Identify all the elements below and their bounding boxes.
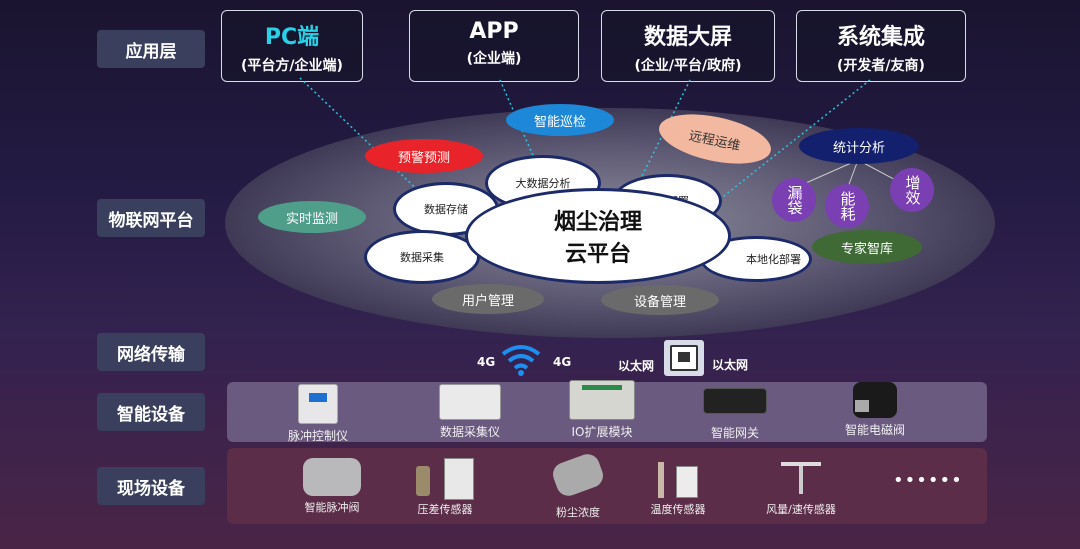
layer-label-iot-platform: 物联网平台 bbox=[97, 199, 205, 237]
app-title: 系统集成 bbox=[836, 25, 925, 50]
core-line-2: 云平台 bbox=[564, 242, 631, 267]
device-label: 脉冲控制仪 bbox=[287, 429, 348, 443]
device-wind-sensor: 风量/速传感器 bbox=[756, 456, 846, 517]
app-box-app: APP (企业端) bbox=[409, 10, 579, 82]
layer-label-application: 应用层 bbox=[97, 30, 205, 68]
bubble-leak-bag: 漏袋 bbox=[772, 178, 816, 222]
device-label: 粉尘浓度 bbox=[556, 506, 600, 519]
bubble-user-mgmt: 用户管理 bbox=[432, 284, 544, 314]
app-title: 数据大屏 bbox=[643, 25, 732, 50]
device-label: 温度传感器 bbox=[650, 503, 706, 516]
device-label: 智能脉冲阀 bbox=[304, 501, 360, 514]
device-label: 智能网关 bbox=[710, 426, 759, 440]
solenoid-valve-icon bbox=[853, 382, 897, 418]
bubble-device-mgmt: 设备管理 bbox=[601, 285, 719, 315]
bubble-efficiency: 增效 bbox=[890, 168, 934, 212]
more-devices-ellipsis: •••••• bbox=[893, 470, 963, 491]
bubble-efficiency-text: 增效 bbox=[903, 175, 922, 205]
device-label: 数据采集仪 bbox=[439, 425, 500, 439]
bubble-smart-patrol: 智能巡检 bbox=[506, 104, 614, 136]
app-box-big-screen: 数据大屏 (企业/平台/政府) bbox=[601, 10, 775, 82]
device-io-module: IO扩展模块 bbox=[552, 380, 652, 440]
bubble-leak-bag-text: 漏袋 bbox=[785, 185, 804, 215]
pulse-controller-icon bbox=[298, 384, 338, 424]
bubble-expert: 专家智库 bbox=[812, 230, 922, 264]
ethernet-icon bbox=[664, 340, 704, 376]
layer-label-network: 网络传输 bbox=[97, 333, 205, 371]
network-4g-left: 4G bbox=[477, 355, 496, 369]
wind-sensor-icon bbox=[773, 456, 829, 498]
app-title: PC端 bbox=[264, 25, 320, 50]
bubble-energy: 能耗 bbox=[825, 184, 869, 228]
device-data-collector: 数据采集仪 bbox=[420, 384, 520, 440]
bubble-energy-text: 能耗 bbox=[838, 191, 857, 221]
device-label: 风量/速传感器 bbox=[766, 503, 836, 516]
bubble-stats: 统计分析 bbox=[799, 128, 919, 164]
network-ethernet-right: 以太网 bbox=[712, 358, 749, 372]
device-temperature-sensor: 温度传感器 bbox=[638, 458, 718, 517]
device-pulse-valve: 智能脉冲阀 bbox=[292, 458, 372, 515]
app-subtitle: (企业/平台/政府) bbox=[634, 58, 742, 74]
device-pressure-sensor: 压差传感器 bbox=[405, 458, 485, 517]
dust-sensor-icon bbox=[549, 450, 607, 500]
wifi-icon bbox=[501, 345, 541, 376]
app-subtitle: (企业端) bbox=[466, 51, 522, 67]
pressure-sensor-icon bbox=[416, 458, 474, 500]
device-pulse-controller: 脉冲控制仪 bbox=[278, 384, 358, 444]
temperature-sensor-icon bbox=[652, 458, 704, 498]
app-box-integration: 系统集成 (开发者/友商) bbox=[796, 10, 966, 82]
device-solenoid-valve: 智能电磁阀 bbox=[835, 382, 915, 438]
app-box-pc: PC端 (平台方/企业端) bbox=[221, 10, 363, 82]
io-module-icon bbox=[569, 380, 635, 420]
device-label: IO扩展模块 bbox=[571, 425, 633, 439]
layer-label-smart-devices: 智能设备 bbox=[97, 393, 205, 431]
device-label: 智能电磁阀 bbox=[844, 423, 905, 437]
bubble-realtime: 实时监测 bbox=[258, 201, 366, 233]
device-label: 压差传感器 bbox=[417, 503, 473, 516]
core-line-1: 烟尘治理 bbox=[553, 210, 642, 235]
device-dust-concentration: 粉尘浓度 bbox=[538, 450, 618, 520]
cloud-core: 烟尘治理 云平台 bbox=[465, 188, 731, 284]
data-collector-icon bbox=[439, 384, 501, 420]
app-subtitle: (平台方/企业端) bbox=[241, 58, 343, 74]
app-subtitle: (开发者/友商) bbox=[837, 58, 925, 74]
gateway-icon bbox=[703, 388, 767, 414]
cloud-collection: 数据采集 bbox=[364, 230, 480, 284]
network-ethernet-left: 以太网 bbox=[618, 359, 655, 373]
network-4g-right: 4G bbox=[553, 355, 572, 369]
app-title: APP bbox=[469, 19, 519, 44]
device-gateway: 智能网关 bbox=[690, 388, 780, 441]
layer-label-field-devices: 现场设备 bbox=[97, 467, 205, 505]
pulse-valve-icon bbox=[303, 458, 361, 496]
bubble-warning: 预警预测 bbox=[365, 139, 483, 173]
